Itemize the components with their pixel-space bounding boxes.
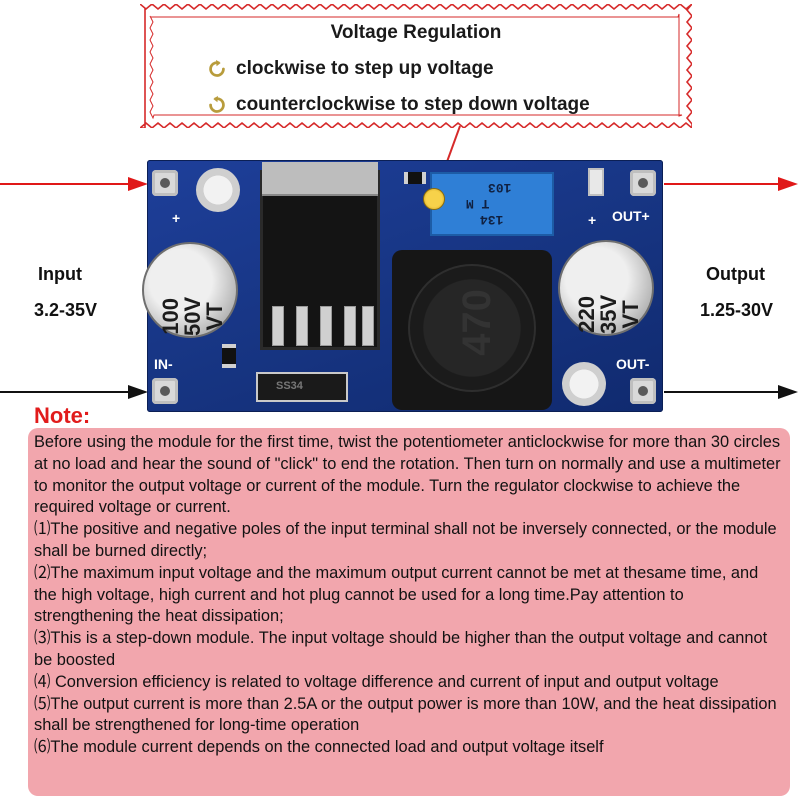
note-title: Note:	[34, 403, 91, 428]
out-minus-pad	[630, 378, 656, 404]
note-paragraph: ⑹The module current depends on the conne…	[34, 738, 604, 757]
input-plus-arrow	[0, 177, 148, 191]
potentiometer-screw	[423, 188, 445, 210]
input-minus-arrow	[0, 385, 148, 399]
regulator-ic-tab	[262, 162, 378, 196]
ic-pin	[320, 306, 332, 346]
input-capacitor	[142, 242, 238, 338]
mounting-hole	[562, 362, 606, 406]
callout-title: Voltage Regulation	[330, 22, 502, 43]
out-plus-marking: OUT+	[612, 208, 650, 224]
note-paragraph: Before using the module for the first ti…	[34, 433, 781, 517]
callout-item-label: counterclockwise to step down voltage	[236, 94, 590, 115]
in-minus-marking: IN-	[154, 356, 173, 372]
output-minus-arrow	[664, 385, 798, 399]
input-capacitor-marking: 100 50V VT	[158, 296, 227, 336]
smd-component	[222, 344, 236, 368]
input-range: 3.2-35V	[34, 300, 98, 320]
note-box: Before using the module for the first ti…	[28, 428, 790, 796]
ic-pin	[344, 306, 356, 346]
mounting-hole	[196, 168, 240, 212]
note-paragraph: ⑴The positive and negative poles of the …	[34, 520, 777, 560]
output-label: Output	[706, 264, 765, 284]
ic-pin	[296, 306, 308, 346]
output-capacitor-marking: 220 35V VT	[574, 294, 643, 334]
voltage-regulation-callout: Voltage Regulation clockwise to step up …	[140, 4, 692, 128]
note-paragraph: ⑵The maximum input voltage and the maxim…	[34, 563, 759, 626]
ic-pin	[272, 306, 284, 346]
callout-inner-border	[149, 13, 683, 120]
input-label: Input	[38, 264, 82, 284]
callout-item-clockwise: clockwise to step up voltage	[206, 58, 494, 80]
out-plus-sign: +	[588, 212, 597, 228]
callout-item-label: clockwise to step up voltage	[236, 58, 494, 79]
potentiometer-value: 103	[488, 180, 512, 195]
output-range: 1.25-30V	[700, 300, 774, 320]
ic-pin	[362, 306, 374, 346]
inductor-marking: 470	[454, 289, 499, 356]
counterclockwise-rotate-icon	[209, 95, 225, 113]
callout-border	[140, 4, 692, 128]
potentiometer-code: T M	[466, 196, 490, 211]
potentiometer	[430, 172, 554, 236]
note-paragraph: ⑷ Conversion efficiency is related to vo…	[34, 672, 719, 691]
in-minus-pad	[152, 378, 178, 404]
in-plus-marking: +	[172, 210, 181, 226]
indicator-led	[588, 168, 604, 196]
out-minus-marking: OUT-	[616, 356, 650, 372]
potentiometer-batch: 134	[480, 212, 504, 227]
callout-item-counterclockwise: counterclockwise to step down voltage	[206, 94, 590, 116]
diode-marking: SS34	[276, 380, 303, 392]
clockwise-rotate-icon	[209, 59, 225, 77]
inductor-core	[408, 264, 536, 392]
note-paragraph: ⑶This is a step-down module. The input v…	[34, 629, 768, 669]
schottky-diode	[256, 372, 348, 402]
output-capacitor	[558, 240, 654, 336]
note-paragraph: ⑸The output current is more than 2.5A or…	[34, 694, 777, 735]
smd-component	[404, 172, 426, 184]
output-plus-arrow	[664, 177, 798, 191]
in-plus-pad	[152, 170, 178, 196]
out-plus-pad	[630, 170, 656, 196]
